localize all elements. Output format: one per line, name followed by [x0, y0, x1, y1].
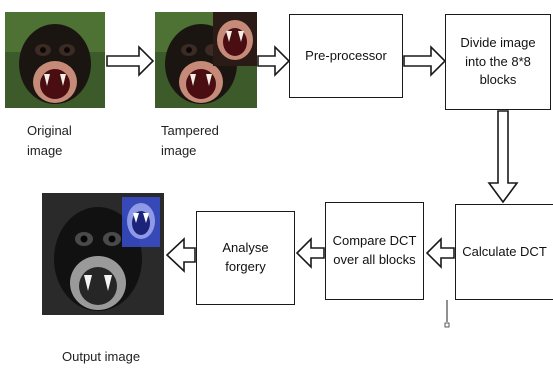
calculate-dct-box: Calculate DCT [455, 204, 553, 300]
analyse-forgery-box: Analyse forgery [196, 211, 295, 305]
tampered-image [155, 12, 257, 108]
compare-dct-box: Compare DCT over all blocks [325, 202, 424, 300]
original-image [5, 12, 105, 108]
tampered-image-caption: Tampered image [161, 123, 219, 158]
arrow-calculate-to-compare [425, 237, 455, 269]
cursor-handle [444, 322, 450, 328]
output-image [42, 193, 164, 315]
original-image-caption: Original image [27, 123, 72, 158]
arrow-divide-to-calculate [487, 110, 519, 204]
output-image-caption: Output image [62, 349, 141, 364]
divide-blocks-box: Divide image into the 8*8 blocks [445, 14, 551, 110]
arrow-preprocessor-to-divide [403, 45, 447, 77]
pre-processor-box: Pre-processor [289, 14, 403, 98]
arrow-analyse-to-output [165, 237, 196, 273]
arrow-tampered-to-preprocessor [257, 45, 291, 77]
arrow-compare-to-analyse [295, 237, 325, 269]
arrow-original-to-tampered [106, 45, 155, 77]
